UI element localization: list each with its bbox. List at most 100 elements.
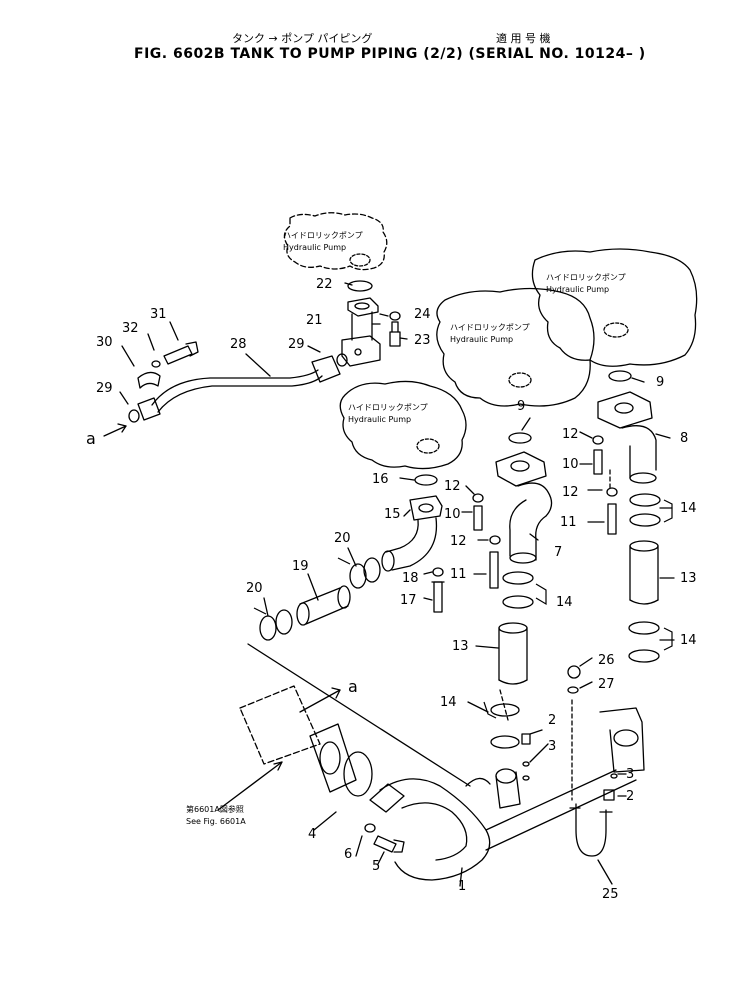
- hose-13-mid: [498, 622, 528, 685]
- washer-24: [389, 311, 401, 321]
- main-pipe-1: [369, 707, 645, 881]
- pump-label-jp-4: ハイドロリックポンプ: [348, 403, 428, 412]
- washer-12-mid-bottom: [489, 535, 501, 545]
- flange-block-21: [341, 297, 381, 367]
- part-number-4: 4: [308, 827, 316, 842]
- part-number-6: 6: [344, 847, 352, 862]
- leaders-top-left: [119, 282, 408, 405]
- part-number-26: 26: [598, 653, 615, 668]
- part-number-18: 18: [402, 571, 419, 586]
- part-number-28: 28: [230, 337, 247, 352]
- leaders-middle: [461, 417, 539, 713]
- part-number-11-right: 11: [560, 515, 577, 530]
- clamps-14-right-upper: [629, 493, 661, 527]
- japanese-serial-label: 適 用 号 機: [496, 32, 551, 45]
- pump-label-jp-1: ハイドロリックポンプ: [283, 231, 363, 240]
- part-number-12-right-bottom: 12: [562, 485, 579, 500]
- part-number-20-right: 20: [334, 531, 351, 546]
- arrow-a-bottom: [299, 687, 341, 713]
- part-number-29-bottom: 29: [96, 381, 113, 396]
- part-number-1: 1: [458, 879, 466, 894]
- pump-label-en-2: Hydraulic Pump: [546, 285, 609, 294]
- bolt-10-mid: [473, 505, 483, 531]
- plug-2-lower: [603, 789, 615, 801]
- o-ring-29-bottom: [128, 409, 140, 423]
- hose-13-right: [629, 540, 659, 605]
- o-ring-16: [414, 474, 438, 486]
- elbow-15: [381, 495, 443, 572]
- reference-pipe-6601a: [239, 685, 357, 793]
- reference-note-jp: 第6601A図参照: [186, 804, 244, 814]
- part-number-20-left: 20: [246, 581, 263, 596]
- leaders-middle-left: [263, 477, 433, 617]
- o-ring-22: [347, 280, 373, 292]
- part-number-8: 8: [680, 431, 688, 446]
- hydraulic-pump-outline-3: [436, 287, 595, 407]
- hydraulic-pump-outline-4: [339, 380, 467, 470]
- part-number-31: 31: [150, 307, 167, 322]
- reference-line: [247, 643, 471, 787]
- part-number-9-mid: 9: [517, 399, 525, 414]
- elbow-8: [597, 391, 657, 484]
- clamps-20-right: [349, 557, 381, 589]
- pump-label-en-3: Hydraulic Pump: [450, 335, 513, 344]
- washer-32: [151, 360, 161, 368]
- pump-label-en-4: Hydraulic Pump: [348, 415, 411, 424]
- hydraulic-pump-outline-2: [531, 248, 698, 367]
- o-ring-9-mid: [508, 432, 532, 444]
- part-number-2-upper: 2: [548, 713, 556, 728]
- part-number-7: 7: [554, 545, 562, 560]
- part-number-14-mid-lower: 14: [440, 695, 457, 710]
- bolt-31: [163, 341, 199, 365]
- washer-18: [432, 567, 444, 577]
- part-number-16: 16: [372, 472, 389, 487]
- plug-26: [567, 665, 581, 679]
- pump-label-jp-3: ハイドロリックポンプ: [450, 323, 530, 332]
- elbow-7: [495, 451, 553, 564]
- part-number-17: 17: [400, 593, 417, 608]
- part-number-13-mid: 13: [452, 639, 469, 654]
- reference-note-en: See Fig. 6601A: [186, 817, 246, 826]
- part-number-15: 15: [384, 507, 401, 522]
- o-ring-29-top: [336, 353, 348, 367]
- arrow-label-a-left: a: [86, 429, 96, 448]
- japanese-title: タンク → ポンプ パイピング: [232, 32, 373, 45]
- part-number-29-top: 29: [288, 337, 305, 352]
- washer-3-lower: [610, 773, 618, 779]
- part-number-13-right: 13: [680, 571, 697, 586]
- washer-27: [567, 686, 579, 694]
- hose-28: [137, 355, 341, 421]
- part-number-32: 32: [122, 321, 139, 336]
- bolt-10-right: [593, 449, 603, 475]
- part-number-25: 25: [602, 887, 619, 902]
- part-number-27: 27: [598, 677, 615, 692]
- figure-title: FIG. 6602B TANK TO PUMP PIPING (2/2) (SE…: [134, 46, 646, 62]
- plug-2-upper: [521, 733, 531, 745]
- part-number-12-mid-top: 12: [444, 479, 461, 494]
- hydraulic-pump-outline-1: [283, 212, 388, 271]
- o-ring-4: [343, 751, 373, 797]
- bolt-11-mid: [489, 551, 499, 589]
- washer-12-right-top: [592, 435, 604, 445]
- part-number-11-mid: 11: [450, 567, 467, 582]
- pump-label-en-1: Hydraulic Pump: [283, 243, 346, 252]
- leader-6601a: [217, 761, 283, 811]
- clamps-14-mid-lower: [490, 703, 520, 749]
- part-number-12-right-top: 12: [562, 427, 579, 442]
- arrow-label-a-bottom: a: [348, 677, 358, 696]
- u-bolt-25: [569, 803, 613, 857]
- leaders-right: [529, 377, 675, 797]
- part-number-14-mid-upper: 14: [556, 595, 573, 610]
- part-number-2-lower: 2: [626, 789, 634, 804]
- part-number-23: 23: [414, 333, 431, 348]
- part-number-19: 19: [292, 559, 309, 574]
- part-number-12-mid-bottom: 12: [450, 534, 467, 549]
- part-number-21: 21: [306, 313, 323, 328]
- part-number-9-right: 9: [656, 375, 664, 390]
- part-number-10-right: 10: [562, 457, 579, 472]
- part-number-24: 24: [414, 307, 431, 322]
- part-number-14-right-upper: 14: [680, 501, 697, 516]
- part-number-22: 22: [316, 277, 333, 292]
- guide-dashed-1: [499, 689, 509, 721]
